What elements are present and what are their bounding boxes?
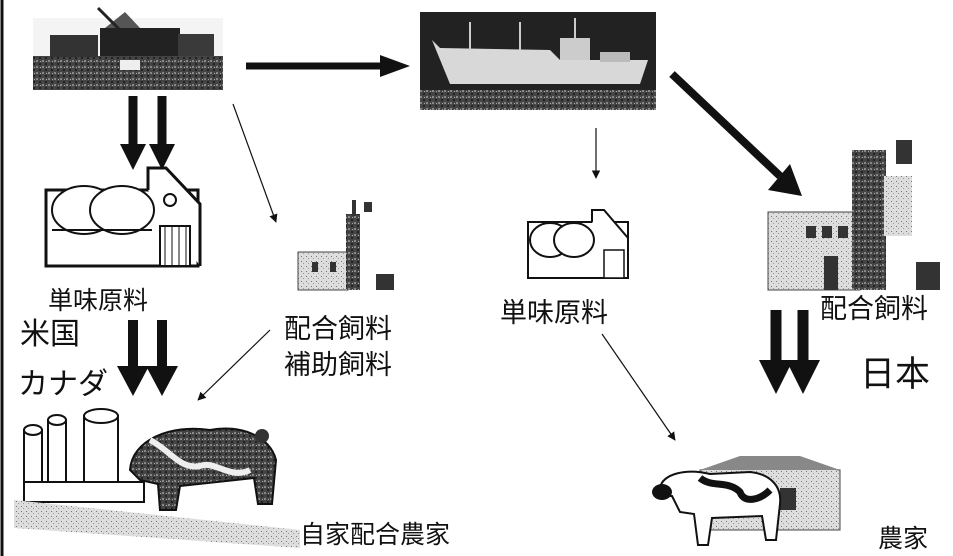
double-arrow-silo-to-us-farm xyxy=(117,320,178,396)
us-compound-feed-label: 配合飼料 xyxy=(284,314,392,345)
jp-farm-scene xyxy=(652,456,841,546)
usa-label: 米国 xyxy=(20,317,80,352)
thin-arrow-jp-silo-to-farm xyxy=(601,333,676,441)
double-arrow-harvest-to-silo xyxy=(120,96,175,170)
thick-arrow-ship-to-japan-mill xyxy=(669,71,802,196)
thick-arrow-harvest-to-ship xyxy=(246,55,410,77)
jp-single-feed-label: 単味原料 xyxy=(500,298,608,329)
canada-label: カナダ xyxy=(18,367,108,402)
us-support-feed-label: 補助飼料 xyxy=(284,350,392,381)
cargo-ship-photo xyxy=(420,12,656,110)
us-silo-building xyxy=(44,166,202,268)
jp-compound-feed-label: 配合飼料 xyxy=(820,294,928,325)
us-self-mixing-farm-scene xyxy=(14,408,300,548)
thin-arrow-harvest-to-us-mill xyxy=(232,103,278,223)
thin-arrow-us-mill-to-farm xyxy=(197,329,271,401)
us-compound-mill-building xyxy=(297,200,394,291)
us-single-feed-label: 単味原料 xyxy=(48,286,149,315)
double-arrow-jp-mill-to-farm xyxy=(759,310,820,394)
jp-compound-mill-building xyxy=(767,140,940,291)
farm-label: 農家 xyxy=(878,524,929,553)
japan-label: 日本 xyxy=(860,355,931,395)
jp-silo-building xyxy=(527,209,629,279)
grain-harvest-photo xyxy=(33,6,223,90)
self-mixing-farm-label: 自家配合農家 xyxy=(300,520,451,549)
